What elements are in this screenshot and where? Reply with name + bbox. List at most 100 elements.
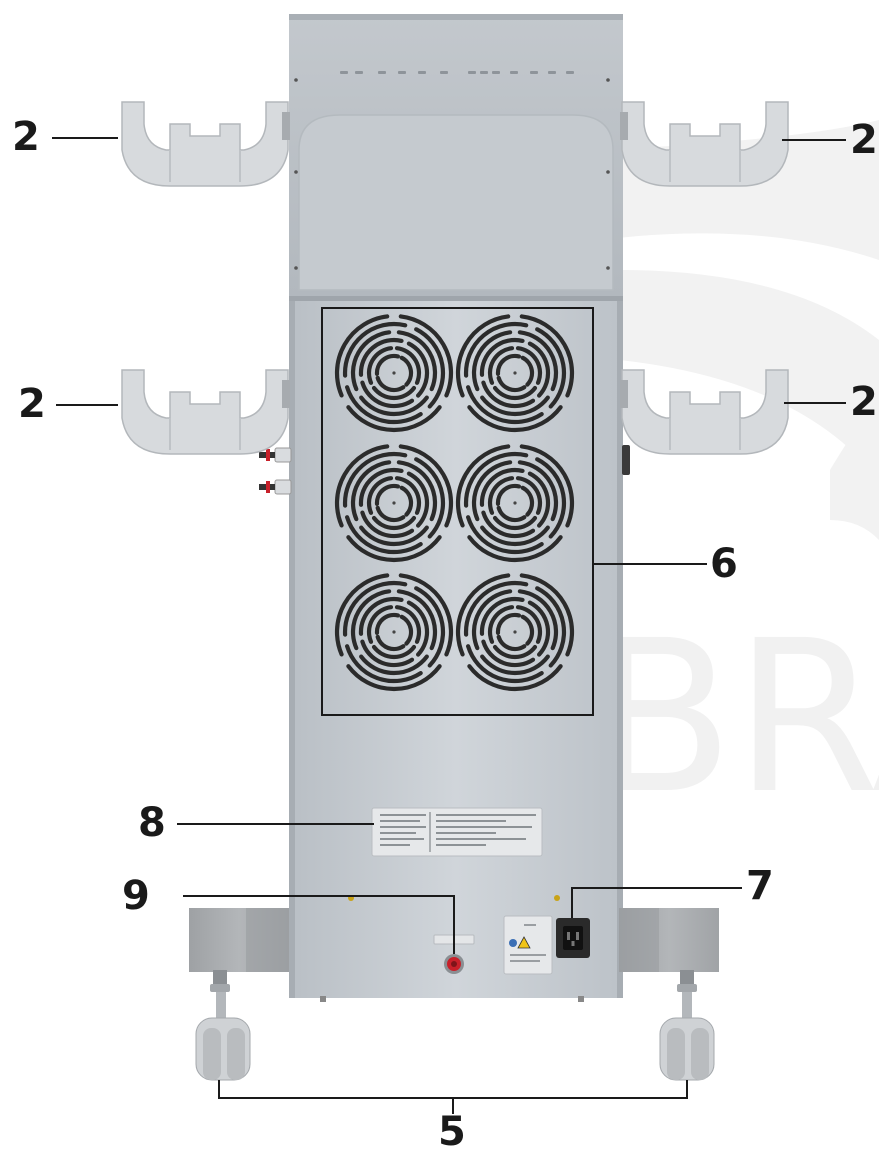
slot <box>566 71 574 74</box>
label-text-line <box>436 814 536 816</box>
vent-slot <box>350 460 392 522</box>
label-text-line <box>436 820 506 822</box>
vent-slot <box>371 644 417 660</box>
vent-slot <box>359 654 429 676</box>
vent-slot <box>496 634 527 652</box>
screw-hole <box>606 266 610 270</box>
watermark-text: BRA <box>590 595 879 840</box>
fan-hub <box>392 501 396 505</box>
vent-slot <box>495 612 521 635</box>
vent-slot <box>466 515 544 555</box>
screw-hole <box>606 78 610 82</box>
vent-slot <box>535 327 566 409</box>
vent-slot <box>455 314 511 398</box>
holder-top-right <box>620 101 789 187</box>
callout-lines <box>52 137 846 1114</box>
vent-slot <box>342 321 408 378</box>
applicator-holders <box>121 101 789 455</box>
vent-slot <box>414 327 445 409</box>
fan-hub <box>513 501 517 505</box>
slot <box>340 71 348 74</box>
vent-slot <box>374 353 400 376</box>
vent-slot <box>479 596 525 636</box>
vent-slot <box>360 380 415 409</box>
callout-holder-top-left: 2 <box>12 114 40 160</box>
watermark-swoosh-middle <box>620 270 879 480</box>
vent-slot <box>406 600 430 657</box>
vent-slot <box>487 605 515 644</box>
right-side-switch <box>622 445 630 475</box>
vent-slot <box>334 573 390 657</box>
vent-slot <box>471 330 513 392</box>
fan-hub <box>392 371 396 375</box>
vent-slot <box>517 330 559 392</box>
slot <box>378 71 386 74</box>
caster-right <box>659 970 715 1081</box>
vent-slot <box>463 451 529 508</box>
vent-slot <box>495 353 521 376</box>
vent-slot <box>466 644 544 684</box>
vent-slot <box>515 346 543 385</box>
label-text-line <box>380 838 424 840</box>
vent-slot <box>399 614 414 646</box>
vent-slot <box>374 612 400 635</box>
fan-panel-outline <box>321 307 594 716</box>
watermark-swoosh-lower <box>830 400 879 540</box>
vent-slot <box>527 341 551 398</box>
base <box>189 908 719 972</box>
vent-slot <box>414 457 445 539</box>
vent-slot <box>394 476 422 515</box>
vent-slot <box>394 605 422 644</box>
vent-slot <box>334 314 390 398</box>
vent-slot <box>467 664 563 692</box>
vent-slot <box>471 589 513 651</box>
vent-slot <box>346 535 442 563</box>
fan-grille <box>334 573 454 692</box>
holder-mid-left <box>121 369 290 455</box>
vent-slot <box>466 385 544 425</box>
vent-slot <box>480 395 550 417</box>
vent-slot <box>471 460 513 522</box>
label-text-line <box>436 844 486 846</box>
fan-grille <box>455 444 575 563</box>
vent-slot <box>375 634 406 652</box>
vent-slot <box>396 589 438 651</box>
vent-slot <box>398 314 454 398</box>
vent-slot <box>406 341 430 398</box>
vent-slot <box>519 444 575 528</box>
vent-slot <box>375 505 406 523</box>
callout-label-plate: 8 <box>138 800 166 846</box>
vent-slot <box>371 385 417 401</box>
label-text-line <box>380 844 410 846</box>
main-body <box>289 298 623 998</box>
slot <box>530 71 538 74</box>
grounding-point <box>554 895 560 901</box>
vent-slot <box>334 444 390 528</box>
holder-top-left <box>121 101 290 187</box>
label-text-line <box>380 826 426 828</box>
label-text-line <box>380 814 426 816</box>
label-text-line <box>436 832 496 834</box>
label-text-line <box>436 826 532 828</box>
left-side-connectors <box>259 447 292 495</box>
slot <box>492 71 500 74</box>
screw-hole <box>294 78 298 82</box>
vent-slot <box>342 580 408 637</box>
slot <box>468 71 476 74</box>
vent-slot <box>527 600 551 657</box>
slot <box>398 71 406 74</box>
vent-slot <box>520 614 535 646</box>
vent-slot <box>517 589 559 651</box>
holder-mid-right <box>620 369 789 455</box>
callout-holder-mid-left: 2 <box>18 381 46 427</box>
vent-slot <box>366 476 394 515</box>
vent-slot <box>515 476 543 515</box>
vent-slot <box>359 395 429 417</box>
vent-slot <box>396 330 438 392</box>
vent-slot <box>492 515 538 531</box>
vent-slot <box>350 330 392 392</box>
vent-slot <box>455 573 511 657</box>
vent-slot <box>519 314 575 398</box>
fan-hub <box>392 630 396 634</box>
